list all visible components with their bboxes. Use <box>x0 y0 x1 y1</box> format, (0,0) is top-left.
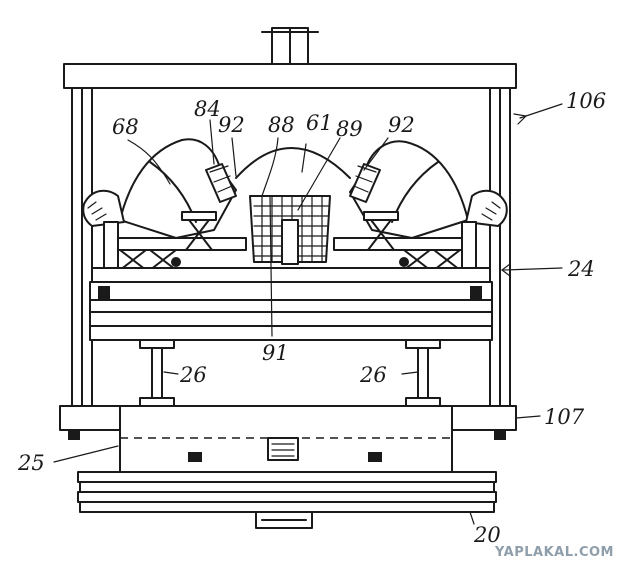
label-88: 88 <box>268 113 295 137</box>
label-26-right: 26 <box>359 363 387 387</box>
label-84: 84 <box>194 97 221 121</box>
label-106: 106 <box>566 89 606 113</box>
leader-lines <box>53 103 563 525</box>
lower-block <box>119 405 453 473</box>
stacked-plates <box>77 471 497 529</box>
label-92-left: 92 <box>218 113 245 137</box>
upper-platen <box>89 257 493 341</box>
label-24: 24 <box>567 257 595 281</box>
dome-cover <box>235 147 351 179</box>
label-92-right: 92 <box>388 113 415 137</box>
center-axis <box>269 195 273 337</box>
label-68: 68 <box>112 115 139 139</box>
label-26-left: 26 <box>179 363 207 387</box>
label-25: 25 <box>17 451 45 475</box>
top-piston <box>261 27 319 65</box>
left-seat <box>103 211 247 271</box>
net-pouch <box>249 195 331 265</box>
frame-posts <box>71 87 511 407</box>
top-crossbar <box>63 63 517 89</box>
label-107: 107 <box>544 405 585 429</box>
watermark: YAPLAKAL.COM <box>495 545 614 560</box>
label-89: 89 <box>336 117 363 141</box>
right-seat <box>333 211 477 271</box>
label-91: 91 <box>262 341 289 365</box>
label-20: 20 <box>473 523 501 547</box>
reference-numerals: 68 84 92 88 61 89 92 106 24 26 26 91 107… <box>17 89 606 547</box>
label-61: 61 <box>306 111 333 135</box>
support-beams <box>139 339 441 407</box>
